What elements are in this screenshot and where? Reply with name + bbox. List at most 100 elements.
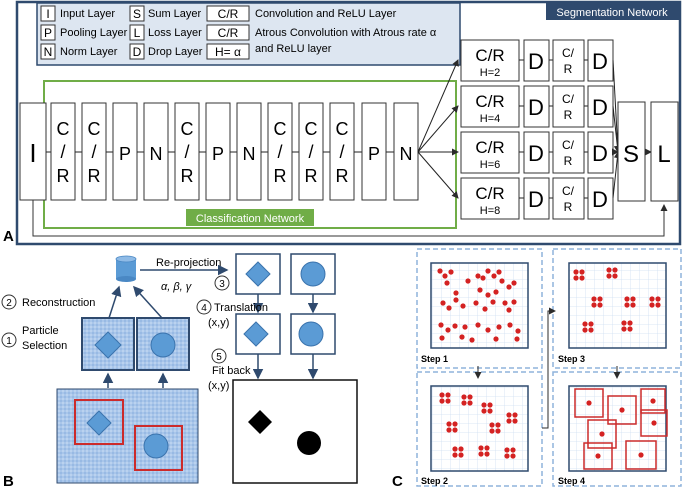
particle-dot xyxy=(490,299,496,305)
chain-layer-label: R xyxy=(274,166,287,186)
particle-dot xyxy=(448,269,454,275)
particle-dot xyxy=(621,320,627,326)
particle-dot xyxy=(491,273,497,279)
particle-dot xyxy=(453,290,459,296)
particle-dot xyxy=(452,421,458,427)
angles-label: α, β, γ xyxy=(161,281,193,293)
chain-layer-label: / xyxy=(277,142,282,162)
particle-dot xyxy=(507,322,513,328)
conv-layer-label: R xyxy=(564,62,573,76)
drop-layer-label: D xyxy=(528,95,544,120)
legend-symbol: S xyxy=(133,7,141,21)
legend-symbol-box xyxy=(40,43,56,60)
chain-layer-label: C xyxy=(274,119,287,139)
particle-dot xyxy=(638,452,644,458)
circle-shape xyxy=(150,332,176,358)
conv-layer-label: C/ xyxy=(562,46,575,60)
translation-label: Translation xyxy=(214,302,268,314)
particle-dot xyxy=(480,275,486,281)
chain-layer-label: C xyxy=(88,119,101,139)
chain-layer-label: / xyxy=(339,142,344,162)
chain-layer-label: C xyxy=(181,119,194,139)
particle-dot xyxy=(481,408,487,414)
particle-dot xyxy=(573,269,579,275)
particle-dot xyxy=(475,273,481,279)
particle-dot xyxy=(599,431,605,437)
legend-symbol: D xyxy=(133,45,142,59)
particle-dot xyxy=(439,392,445,398)
chain-layer xyxy=(205,102,231,201)
particle-dot xyxy=(453,297,459,303)
conv-layer xyxy=(552,177,585,220)
particle-dot xyxy=(484,445,490,451)
particle-dot xyxy=(512,412,518,418)
particle-dot xyxy=(478,445,484,451)
particle-dot xyxy=(630,296,636,302)
chain-layer-label: P xyxy=(212,144,224,164)
particle-dot xyxy=(597,302,603,308)
drop-layer xyxy=(587,85,614,128)
step-3-label: Step 3 xyxy=(558,354,585,364)
chain-layer-label: / xyxy=(91,142,96,162)
micrograph-circle xyxy=(143,433,169,459)
atrous-rate-label: H=4 xyxy=(480,113,501,125)
step-4-label: Step 4 xyxy=(558,476,585,486)
particle-dot xyxy=(469,337,475,343)
particle-dot xyxy=(595,453,601,459)
legend-label: Sum Layer xyxy=(148,8,202,20)
particle-dot xyxy=(460,303,466,309)
particle-dot xyxy=(506,307,512,313)
segmentation-label: Segmentation Network xyxy=(556,7,668,19)
particle-dot xyxy=(606,267,612,273)
particle-dot xyxy=(582,321,588,327)
particle-dot xyxy=(579,269,585,275)
skip-connection xyxy=(32,200,668,237)
atrous-rate-label: H=6 xyxy=(480,159,501,171)
atrous-conv-layer xyxy=(460,39,520,82)
step-1-label: Step 1 xyxy=(421,354,448,364)
conv-layer-label: C/ xyxy=(562,138,575,152)
particle-dot xyxy=(627,320,633,326)
atrous-conv-label: C/R xyxy=(475,46,504,65)
drop-layer-label: D xyxy=(592,95,608,120)
chain-layer-label: C xyxy=(336,119,349,139)
particle-dot xyxy=(650,398,656,404)
reprojection-label: Re-projection xyxy=(156,257,221,269)
legend-symbol: N xyxy=(44,45,53,59)
step-5-marker: 5 xyxy=(216,352,222,363)
particle-dot xyxy=(510,447,516,453)
particle-dot xyxy=(630,302,636,308)
particle-dot xyxy=(506,412,512,418)
chain-layer-label: P xyxy=(368,144,380,164)
legend-symbol-box xyxy=(206,5,250,22)
particle-dot xyxy=(612,267,618,273)
particle-dot xyxy=(445,327,451,333)
panel-b: Re-projection α, β, γ 2 Reconstruction 1… xyxy=(1,253,358,490)
chain-layer xyxy=(81,102,107,201)
particle-dot xyxy=(651,420,657,426)
particle-dot xyxy=(606,273,612,279)
atrous-conv-label: C/R xyxy=(475,92,504,111)
panel-c-letter: C xyxy=(392,473,403,490)
atrous-conv-layer xyxy=(460,85,520,128)
particle-dot xyxy=(502,300,508,306)
particle-dot xyxy=(655,302,661,308)
conv-layer-label: C/ xyxy=(562,184,575,198)
step-2-marker: 2 xyxy=(6,298,12,309)
chain-layer-label: R xyxy=(57,166,70,186)
particle-dot xyxy=(597,296,603,302)
step-4-boxes xyxy=(574,388,668,470)
particle-dot xyxy=(510,453,516,459)
particle-box-diamond xyxy=(81,317,135,371)
particle-dot xyxy=(496,324,502,330)
panel-c: Step 1 Step 3 Step 2 Step 4 C xyxy=(392,248,682,490)
particle-dot xyxy=(627,326,633,332)
sum-layer-label: S xyxy=(623,141,639,168)
particle-dot xyxy=(467,394,473,400)
projection-diamond xyxy=(245,261,271,287)
chain-layer xyxy=(393,102,419,201)
legend-symbol-box xyxy=(129,5,145,22)
